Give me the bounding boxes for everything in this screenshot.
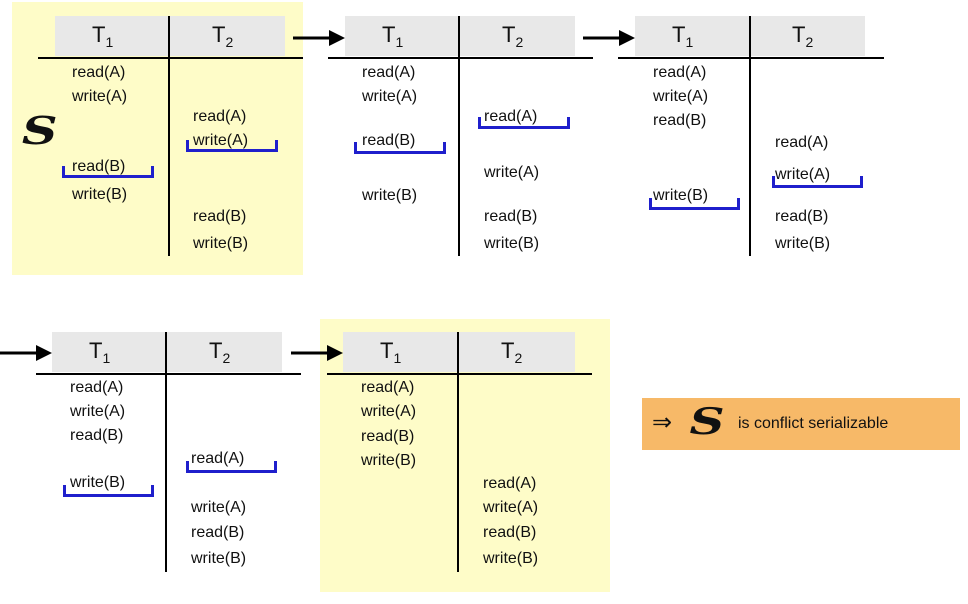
s1-t2-read-b: read(B) bbox=[193, 208, 247, 225]
s1-t1-read-b: read(B) bbox=[72, 158, 126, 175]
s2-t1-write-b: write(B) bbox=[362, 187, 418, 204]
schedule-2-vline bbox=[458, 16, 460, 256]
s4-t2-read-a: read(A) bbox=[191, 450, 245, 467]
schedule-5-vline bbox=[457, 332, 459, 572]
s3-t1-write-b-bracket bbox=[649, 198, 740, 210]
implies-icon: ⇒ bbox=[652, 409, 673, 436]
schedule-5-header bbox=[343, 332, 575, 372]
s3-t1-read-b: read(B) bbox=[653, 112, 707, 129]
s5-t2-write-b: write(B) bbox=[483, 550, 539, 567]
schedule-1-header bbox=[55, 16, 285, 56]
schedule-s-label: S bbox=[21, 108, 58, 153]
schedule-5-t2-header: T2 bbox=[501, 338, 523, 366]
schedule-2-header bbox=[345, 16, 575, 56]
s4-t1-write-b-bracket bbox=[63, 485, 154, 497]
s5-t2-write-a: write(A) bbox=[483, 499, 539, 516]
schedule-4-header bbox=[52, 332, 282, 372]
right-arrow-icon bbox=[291, 345, 343, 361]
schedule-3-t2-header: T2 bbox=[792, 22, 814, 50]
s2-t2-write-b: write(B) bbox=[484, 235, 540, 252]
s5-t1-write-b: write(B) bbox=[361, 452, 417, 469]
s1-t1-write-b: write(B) bbox=[72, 186, 128, 203]
s4-t1-read-b: read(B) bbox=[70, 427, 124, 444]
s1-t2-write-a-bracket bbox=[186, 140, 278, 152]
conclusion-text: is conflict serializable bbox=[738, 415, 889, 432]
s3-t2-read-b: read(B) bbox=[775, 208, 829, 225]
s3-t2-read-a: read(A) bbox=[775, 134, 829, 151]
schedule-2-hline bbox=[328, 57, 593, 59]
s4-t2-read-b: read(B) bbox=[191, 524, 245, 541]
right-arrow-icon bbox=[0, 345, 52, 361]
schedule-4-t2-header: T2 bbox=[209, 338, 231, 366]
s1-t1-write-a: write(A) bbox=[72, 88, 128, 105]
s3-t1-read-a: read(A) bbox=[653, 64, 707, 81]
s5-t1-write-a: write(A) bbox=[361, 403, 417, 420]
s2-t2-write-a: write(A) bbox=[484, 164, 540, 181]
s4-t1-write-b: write(B) bbox=[70, 474, 126, 491]
schedule-3-hline bbox=[618, 57, 884, 59]
s3-t2-write-b: write(B) bbox=[775, 235, 831, 252]
s4-t1-write-a: write(A) bbox=[70, 403, 126, 420]
s1-t2-write-b: write(B) bbox=[193, 235, 249, 252]
schedule-1-t2-header: T2 bbox=[212, 22, 234, 50]
right-arrow-icon bbox=[293, 30, 345, 46]
s1-t2-write-a: write(A) bbox=[193, 132, 249, 149]
s4-t1-read-a: read(A) bbox=[70, 379, 124, 396]
s4-t2-write-a: write(A) bbox=[191, 499, 247, 516]
s4-t2-write-b: write(B) bbox=[191, 550, 247, 567]
schedule-1-vline bbox=[168, 16, 170, 256]
s5-t1-read-b: read(B) bbox=[361, 428, 415, 445]
s5-t1-read-a: read(A) bbox=[361, 379, 415, 396]
schedule-3-vline bbox=[749, 16, 751, 256]
schedule-4-vline bbox=[165, 332, 167, 572]
conclusion-schedule-symbol: S bbox=[689, 401, 725, 443]
s2-t1-write-a: write(A) bbox=[362, 88, 418, 105]
schedule-5-t1-header: T1 bbox=[380, 338, 402, 366]
s5-t2-read-b: read(B) bbox=[483, 524, 537, 541]
s4-t2-read-a-bracket bbox=[186, 461, 277, 473]
s5-t2-read-a: read(A) bbox=[483, 475, 537, 492]
s2-t1-read-a: read(A) bbox=[362, 64, 416, 81]
schedule-3-t1-header: T1 bbox=[672, 22, 694, 50]
schedule-2-t1-header: T1 bbox=[382, 22, 404, 50]
schedule-5-hline bbox=[327, 373, 592, 375]
right-arrow-icon bbox=[583, 30, 635, 46]
s1-t1-read-b-bracket bbox=[62, 166, 154, 178]
s3-t1-write-b: write(B) bbox=[653, 187, 709, 204]
schedule-2-t2-header: T2 bbox=[502, 22, 524, 50]
schedule-1-hline bbox=[38, 57, 303, 59]
s2-t1-read-b: read(B) bbox=[362, 132, 416, 149]
s3-t1-write-a: write(A) bbox=[653, 88, 709, 105]
schedule-1-t1-header: T1 bbox=[92, 22, 114, 50]
s2-t2-read-a-bracket bbox=[478, 117, 570, 129]
s2-t2-read-b: read(B) bbox=[484, 208, 538, 225]
s1-t1-read-a: read(A) bbox=[72, 64, 126, 81]
s2-t2-read-a: read(A) bbox=[484, 108, 538, 125]
conclusion-box: ⇒ S is conflict serializable bbox=[642, 398, 960, 450]
s2-t1-read-b-bracket bbox=[354, 142, 446, 154]
s3-t2-write-a: write(A) bbox=[775, 166, 831, 183]
schedule-4-hline bbox=[36, 373, 301, 375]
s1-t2-read-a: read(A) bbox=[193, 108, 247, 125]
s3-t2-write-a-bracket bbox=[772, 176, 863, 188]
schedule-4-t1-header: T1 bbox=[89, 338, 111, 366]
